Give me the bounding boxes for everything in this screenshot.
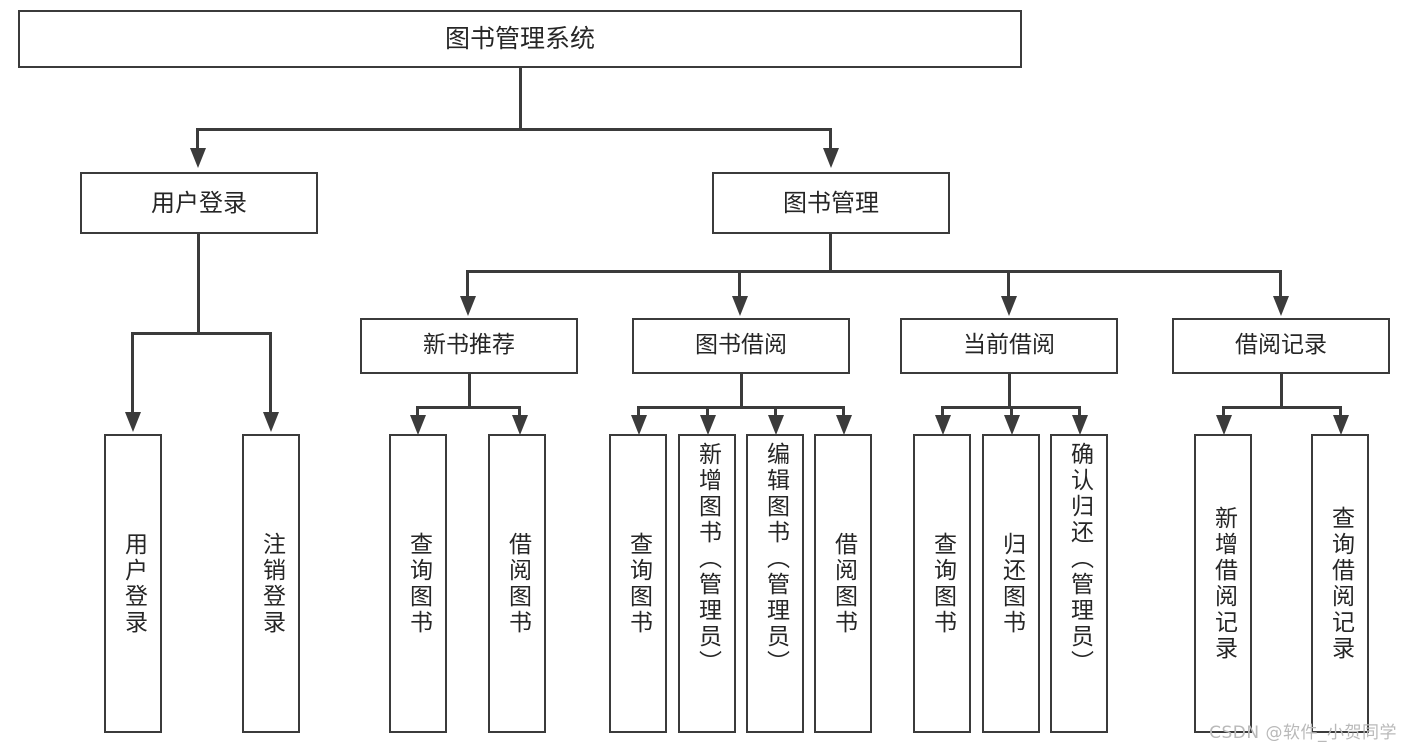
node-borrow-record[interactable]: 借阅记录	[1172, 318, 1390, 374]
connector-current-borrow-drop-3	[1078, 406, 1081, 418]
leaf-edit-book-admin[interactable]: 编辑图书（管理员）	[746, 434, 804, 733]
leaf-label: 查询图书	[929, 531, 956, 636]
connector-book-borrow-drop-4	[842, 406, 845, 418]
arrowhead-borrow-record-leaf-1	[1216, 415, 1232, 435]
node-label: 用户登录	[151, 188, 247, 217]
leaf-query-book-current[interactable]: 查询图书	[913, 434, 971, 733]
leaf-label: 查询借阅记录	[1327, 505, 1354, 662]
leaf-label: 新增图书（管理员）	[694, 442, 721, 676]
connector-root-drop-1	[196, 128, 199, 150]
node-book-borrow[interactable]: 图书借阅	[632, 318, 850, 374]
connector-book-manage-bar	[466, 270, 1282, 273]
connector-book-manage-stem	[829, 234, 832, 272]
leaf-label: 用户登录	[120, 531, 147, 636]
connector-user-login-drop-2	[269, 332, 272, 414]
leaf-return-book[interactable]: 归还图书	[982, 434, 1040, 733]
leaf-label: 编辑图书（管理员）	[762, 442, 789, 676]
leaf-borrow-book-recommend[interactable]: 借阅图书	[488, 434, 546, 733]
arrowhead-book-borrow-leaf-2	[700, 415, 716, 435]
node-label: 当前借阅	[963, 332, 1055, 359]
arrowhead-to-borrow-record	[1273, 296, 1289, 316]
watermark-text: CSDN @软件_小贺同学	[1209, 723, 1397, 743]
arrowhead-to-new-book	[460, 296, 476, 316]
arrowhead-current-borrow-leaf-3	[1072, 415, 1088, 435]
connector-current-borrow-stem	[1008, 374, 1011, 408]
arrowhead-to-current-borrow	[1001, 296, 1017, 316]
node-label: 图书管理	[783, 188, 879, 217]
connector-new-book-drop-2	[518, 406, 521, 418]
arrowhead-borrow-record-leaf-2	[1333, 415, 1349, 435]
connector-new-book-stem	[468, 374, 471, 408]
leaf-query-borrow-record[interactable]: 查询借阅记录	[1311, 434, 1369, 733]
connector-new-book-drop-1	[416, 406, 419, 418]
arrowhead-to-book-manage	[823, 148, 839, 168]
arrowhead-to-book-borrow	[732, 296, 748, 316]
arrowhead-current-borrow-leaf-1	[935, 415, 951, 435]
leaf-label: 借阅图书	[830, 531, 857, 636]
connector-book-borrow-stem	[740, 374, 743, 408]
node-label: 借阅记录	[1235, 332, 1327, 359]
leaf-label: 查询图书	[625, 531, 652, 636]
arrowhead-new-book-leaf-1	[410, 415, 426, 435]
connector-user-login-bar	[131, 332, 271, 335]
connector-current-borrow-drop-2	[1010, 406, 1013, 418]
arrowhead-book-borrow-leaf-4	[836, 415, 852, 435]
leaf-query-book-recommend[interactable]: 查询图书	[389, 434, 447, 733]
node-current-borrow[interactable]: 当前借阅	[900, 318, 1118, 374]
connector-book-borrow-bar	[637, 406, 845, 409]
node-user-login[interactable]: 用户登录	[80, 172, 318, 234]
arrowhead-book-borrow-leaf-1	[631, 415, 647, 435]
arrowhead-current-borrow-leaf-2	[1004, 415, 1020, 435]
leaf-label: 借阅图书	[504, 531, 531, 636]
leaf-label: 查询图书	[405, 531, 432, 636]
connector-new-book-bar	[416, 406, 521, 409]
node-label: 新书推荐	[423, 332, 515, 359]
leaf-add-borrow-record[interactable]: 新增借阅记录	[1194, 434, 1252, 733]
connector-book-manage-drop-1	[466, 270, 469, 298]
leaf-borrow-book[interactable]: 借阅图书	[814, 434, 872, 733]
leaf-label: 注销登录	[258, 531, 285, 636]
leaf-add-book-admin[interactable]: 新增图书（管理员）	[678, 434, 736, 733]
arrowhead-to-user-login	[190, 148, 206, 168]
connector-current-borrow-drop-1	[941, 406, 944, 418]
leaf-label: 确认归还（管理员）	[1066, 442, 1093, 676]
node-label: 图书管理系统	[444, 24, 595, 54]
leaf-query-book-borrow[interactable]: 查询图书	[609, 434, 667, 733]
connector-borrow-record-drop-2	[1339, 406, 1342, 418]
arrowhead-new-book-leaf-2	[512, 415, 528, 435]
connector-user-login-stem	[197, 234, 200, 334]
arrowhead-book-borrow-leaf-3	[768, 415, 784, 435]
leaf-label: 新增借阅记录	[1210, 505, 1237, 662]
connector-borrow-record-drop-1	[1222, 406, 1225, 418]
node-label: 图书借阅	[695, 332, 787, 359]
connector-book-manage-drop-4	[1279, 270, 1282, 298]
node-root-system[interactable]: 图书管理系统	[18, 10, 1022, 68]
arrowhead-user-login-leaf-2	[263, 412, 279, 432]
node-book-manage[interactable]: 图书管理	[712, 172, 950, 234]
connector-borrow-record-stem	[1280, 374, 1283, 408]
leaf-label: 归还图书	[998, 531, 1025, 636]
connector-book-borrow-drop-3	[774, 406, 777, 418]
arrowhead-user-login-leaf-1	[125, 412, 141, 432]
leaf-user-login[interactable]: 用户登录	[104, 434, 162, 733]
connector-book-manage-drop-2	[738, 270, 741, 298]
connector-book-borrow-drop-2	[706, 406, 709, 418]
connector-root-bar	[196, 128, 832, 131]
connector-root-drop-2	[829, 128, 832, 150]
connector-book-borrow-drop-1	[637, 406, 640, 418]
leaf-logout[interactable]: 注销登录	[242, 434, 300, 733]
connector-book-manage-drop-3	[1007, 270, 1010, 298]
connector-user-login-drop-1	[131, 332, 134, 414]
connector-root-stem	[519, 68, 522, 130]
connector-borrow-record-bar	[1222, 406, 1341, 409]
leaf-confirm-return-admin[interactable]: 确认归还（管理员）	[1050, 434, 1108, 733]
node-new-book-recommend[interactable]: 新书推荐	[360, 318, 578, 374]
